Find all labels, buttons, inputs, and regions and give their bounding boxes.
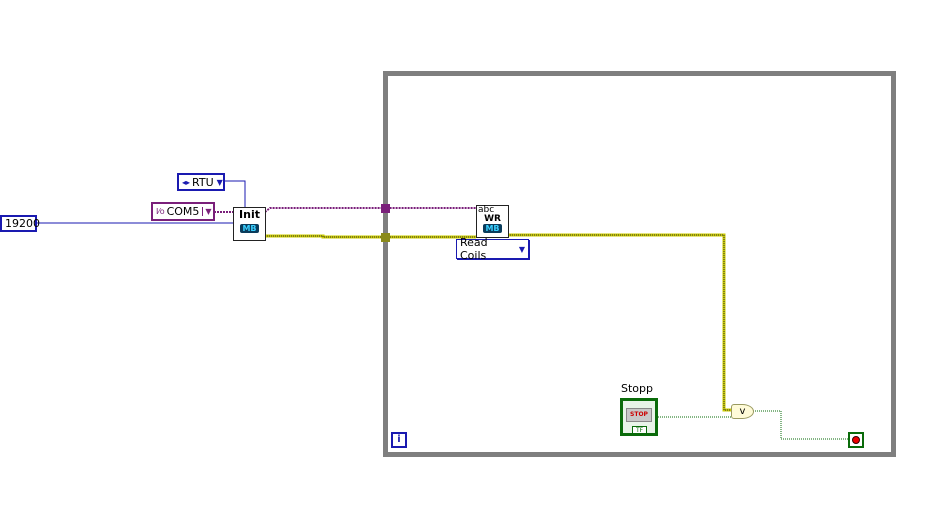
visa-wire	[264, 207, 476, 213]
mode-wire	[224, 180, 246, 208]
modbus-read-write-node[interactable]: abc WR MB	[476, 205, 509, 238]
stop-label: Stopp	[621, 382, 653, 395]
dropdown-icon[interactable]: ▼	[216, 177, 223, 187]
or-symbol: v	[739, 406, 746, 417]
while-loop[interactable]	[383, 71, 896, 457]
visa-tunnel	[381, 204, 390, 213]
rw-label-top: abc	[478, 205, 495, 215]
stop-if-true-icon	[852, 436, 860, 444]
visa-icon: I⁄o	[156, 207, 165, 216]
modbus-init-node[interactable]: Init MB	[233, 207, 266, 241]
or-wire	[753, 410, 848, 440]
loop-condition-terminal[interactable]	[848, 432, 864, 448]
mode-constant[interactable]: ◂▸RTU▼	[177, 173, 225, 191]
rw-label: WR	[484, 214, 501, 224]
function-value: Read Coils	[460, 236, 488, 262]
baud-rate-constant[interactable]: 19200	[0, 215, 40, 232]
mb-badge: MB	[240, 224, 259, 233]
boolean-type-label: TF	[632, 426, 647, 434]
or-function[interactable]: v	[731, 404, 754, 419]
iteration-label: i	[397, 434, 401, 445]
dropdown-icon[interactable]: ▼	[202, 207, 212, 216]
stop-button-icon: STOP	[626, 408, 652, 422]
function-constant[interactable]: Read Coils ▼	[456, 236, 529, 262]
stop-button-terminal[interactable]: STOP TF	[620, 398, 658, 436]
iteration-terminal: i	[391, 432, 407, 448]
error-tunnel	[381, 233, 390, 242]
increment-icon: ◂▸	[182, 177, 191, 187]
init-label: Init	[239, 208, 260, 221]
dropdown-icon[interactable]: ▼	[518, 244, 525, 254]
mode-value: RTU	[192, 175, 214, 189]
mb-badge: MB	[483, 224, 502, 233]
port-value: COM5	[166, 205, 200, 218]
baud-rate-value: 19200	[5, 217, 40, 230]
